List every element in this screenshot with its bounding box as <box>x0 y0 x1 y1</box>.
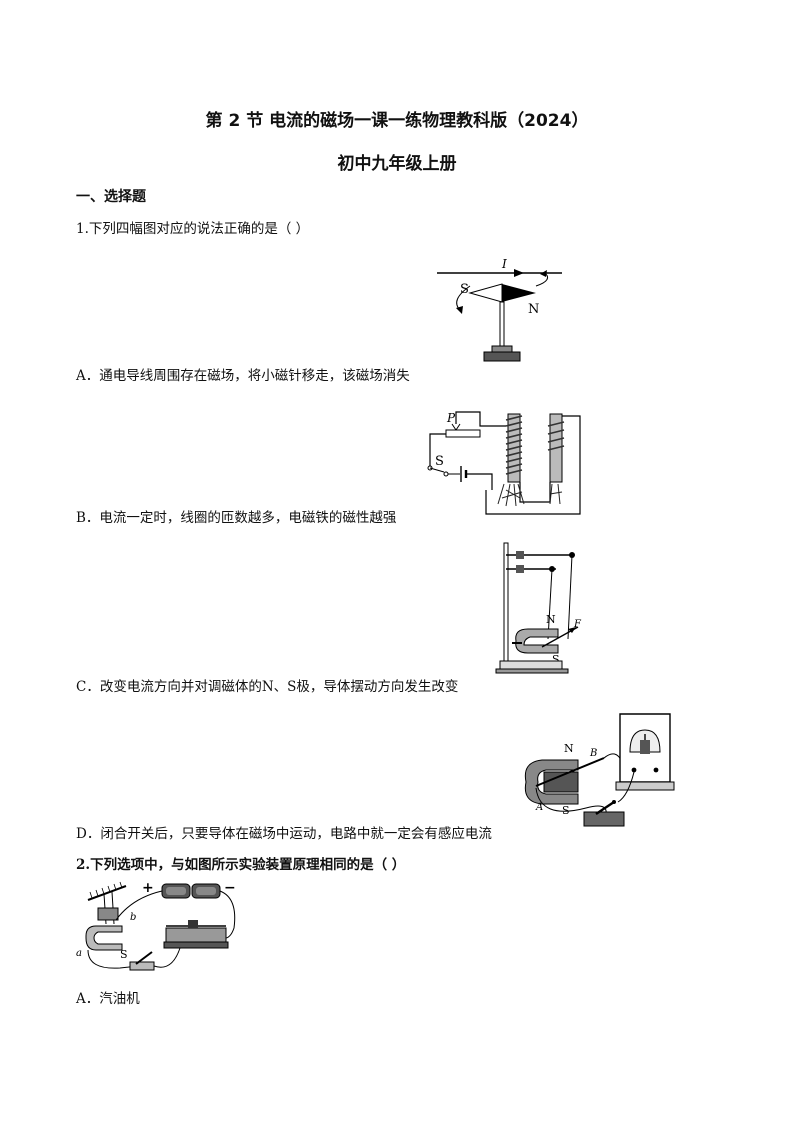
section-heading: 一、选择题 <box>76 189 146 205</box>
figure-q2-minus-label: − <box>224 880 236 896</box>
figure-c-south-label: S <box>552 653 560 666</box>
figure-d-end-b-label: B <box>589 748 597 759</box>
figure-b-slider-label: P <box>446 411 456 425</box>
figure-a-south-label: S <box>460 282 469 297</box>
option-1c: C．改变电流方向并对调磁体的N、S极，导体摆动方向发生改变 <box>76 679 459 695</box>
document-subtitle: 初中九年级上册 <box>337 154 457 174</box>
figure-q2-apparatus: b + − a S <box>76 880 236 976</box>
figure-q2-switch-label: S <box>120 948 128 961</box>
document-title: 第 2 节 电流的磁场一课一练物理教科版（2024） <box>205 111 589 131</box>
figure-d-south-label: S <box>562 804 570 817</box>
figure-b-switch-label: S <box>435 454 444 469</box>
option-1d: D．闭合开关后，只要导体在磁场中运动，电路中就一定会有感应电流 <box>76 826 492 842</box>
figure-a-current-label: I <box>501 257 507 271</box>
figure-a-north-label: N <box>528 302 539 317</box>
figure-d-north-label: N <box>564 742 574 755</box>
figure-q2-plus-label: + <box>142 880 154 896</box>
figure-c-north-label: N <box>546 613 556 626</box>
figure-a-compass: I S N <box>432 257 567 364</box>
question-1-stem: 1.下列四幅图对应的说法正确的是（ ） <box>76 221 310 237</box>
figure-c-swinging-conductor: N F S <box>494 541 582 675</box>
figure-d-end-a-label: A <box>535 802 543 813</box>
figure-c-force-label: F <box>573 619 582 630</box>
option-1b: B．电流一定时，线圈的匝数越多，电磁铁的磁性越强 <box>76 510 397 526</box>
figure-q2-a-label: a <box>76 948 82 959</box>
figure-q2-b-label: b <box>130 912 136 923</box>
figure-b-electromagnets: P S <box>420 411 588 518</box>
question-2-stem: 2.下列选项中，与如图所示实验装置原理相同的是（ ） <box>76 857 406 873</box>
question-2-option-a: A．汽油机 <box>76 991 140 1007</box>
figure-d-induction: N S A B <box>516 710 680 834</box>
option-1a: A．通电导线周围存在磁场，将小磁针移走，该磁场消失 <box>76 368 410 384</box>
